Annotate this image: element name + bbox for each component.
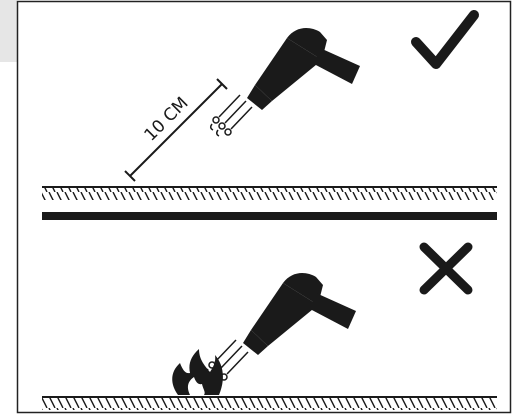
flame-icon	[172, 349, 223, 395]
airflow-icon	[211, 95, 252, 136]
work-surface	[42, 187, 497, 200]
work-surface	[42, 397, 497, 410]
panel-divider	[42, 212, 497, 220]
cross-mark-icon	[424, 247, 468, 290]
heat-gun-icon	[243, 273, 356, 355]
heat-gun-icon	[247, 28, 360, 110]
correct-usage-panel: 10 CM	[42, 15, 497, 200]
check-mark-icon	[416, 15, 474, 64]
incorrect-usage-panel	[42, 247, 497, 410]
distance-label: 10 CM	[140, 93, 192, 145]
corner-tab	[0, 0, 17, 62]
